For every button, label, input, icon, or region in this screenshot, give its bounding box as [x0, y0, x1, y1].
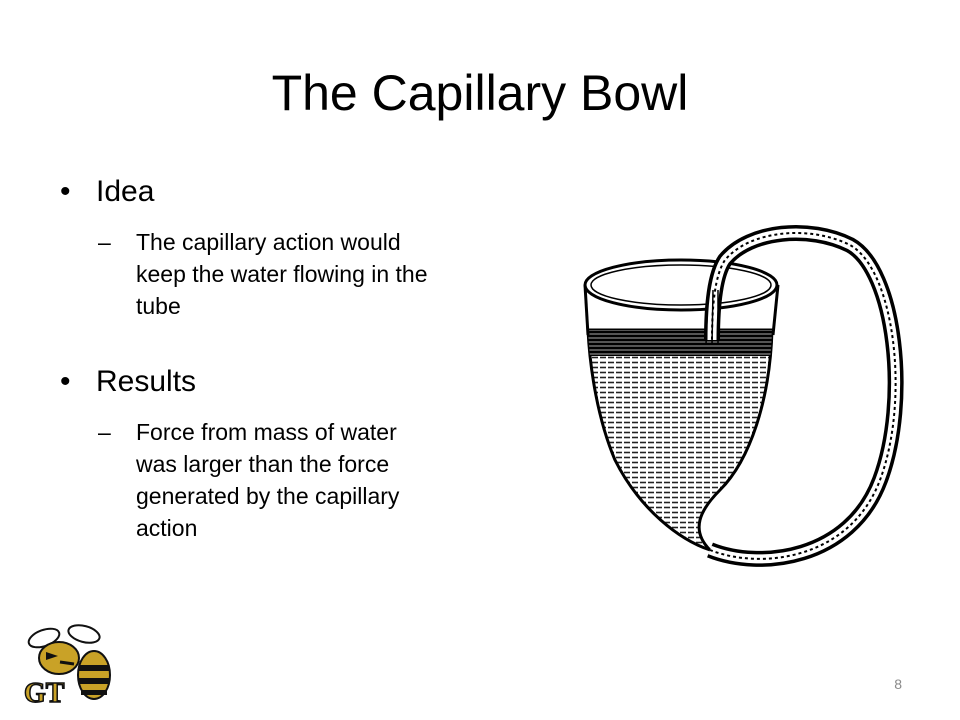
- dash-marker: –: [98, 419, 111, 445]
- capillary-bowl-illustration: [583, 225, 904, 567]
- dash-marker: –: [98, 229, 111, 255]
- sub-bullet-results-text: Force from mass of water was larger than…: [136, 419, 400, 541]
- svg-text:GT: GT: [24, 678, 65, 709]
- sub-bullet-idea-text: The capillary action would keep the wate…: [136, 229, 428, 319]
- page-number: 8: [894, 676, 902, 692]
- sub-bullet-idea: – The capillary action would keep the wa…: [60, 226, 436, 322]
- bullet-list: Idea – The capillary action would keep t…: [60, 172, 480, 584]
- slide-title: The Capillary Bowl: [271, 65, 689, 121]
- bullet-results: Results: [60, 362, 480, 402]
- sub-bullet-results: – Force from mass of water was larger th…: [60, 416, 436, 544]
- yellow-jacket-gt-logo: GT: [23, 624, 111, 710]
- bullet-idea: Idea: [60, 172, 480, 212]
